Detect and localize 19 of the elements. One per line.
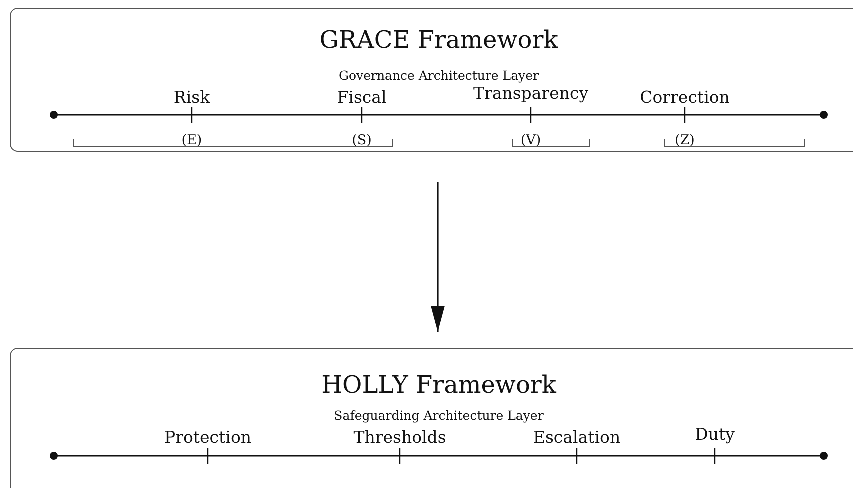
bracket-label: (V) (520, 134, 542, 148)
panel-title: HOLLY Framework (322, 372, 556, 398)
bracket-label: (Z) (675, 134, 695, 148)
axis-label: Correction (640, 88, 730, 108)
axis-label: Duty (695, 426, 735, 444)
axis-label: Escalation (533, 428, 621, 448)
panel-subtitle: Governance Architecture Layer (339, 69, 539, 83)
bracket-label: (E) (182, 134, 202, 148)
axis-label: Transparency (473, 84, 589, 104)
framework-panel (10, 8, 853, 152)
bracket-label: (S) (352, 134, 372, 148)
axis-label: Risk (174, 88, 210, 108)
panel-subtitle: Safeguarding Architecture Layer (334, 409, 544, 423)
axis-label: Thresholds (354, 428, 446, 448)
axis-label: Protection (164, 428, 252, 448)
axis-label: Fiscal (337, 88, 387, 108)
panel-title: GRACE Framework (320, 26, 558, 54)
framework-panel (10, 348, 853, 488)
arrow (431, 182, 445, 332)
